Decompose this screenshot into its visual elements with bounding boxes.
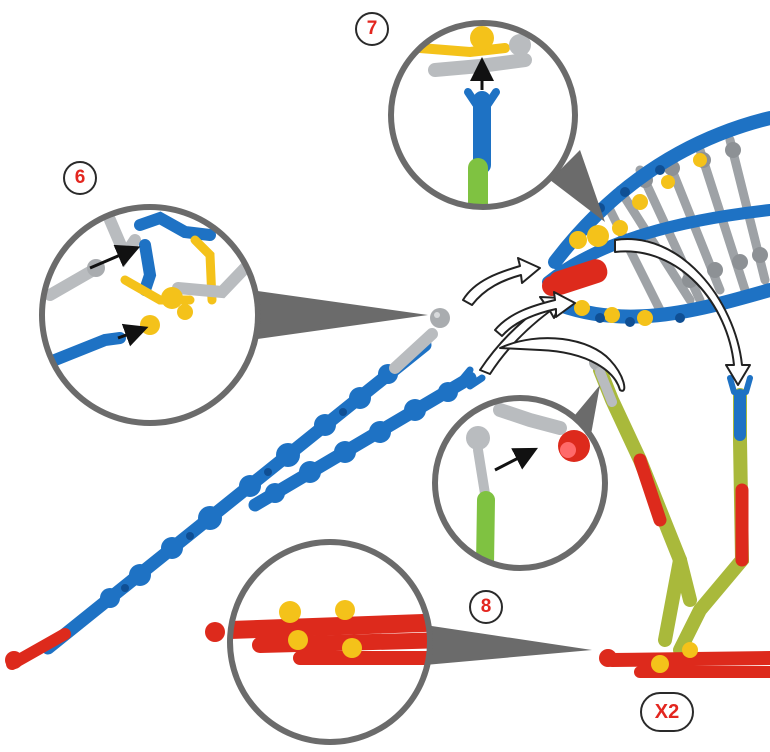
callout-step-8 [205,540,592,745]
step-6-badge: 6 [63,161,97,195]
step-number: 8 [481,596,492,618]
step-7-badge: 7 [355,12,389,46]
callout-side-strand [435,385,605,568]
step-number: 7 [367,18,378,40]
step-number: 6 [75,167,86,189]
quantity-label: X2 [655,701,679,724]
step-8-badge: 8 [469,590,503,624]
dna-ladder [542,118,770,327]
side-strands [589,353,770,673]
callout-step-7 [390,22,605,222]
quantity-badge: X2 [640,692,694,732]
